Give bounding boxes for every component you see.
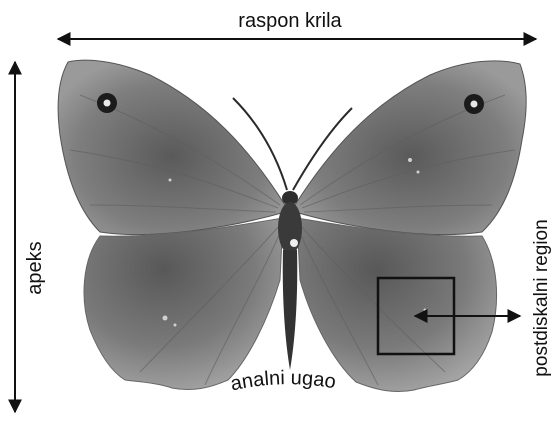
butterfly-thorax	[278, 202, 302, 254]
left-forewing	[58, 60, 285, 234]
thorax-spot	[290, 239, 298, 247]
postdiscal-region-label: postdiskalni region	[531, 219, 552, 376]
right-hindwing	[297, 218, 497, 392]
right-forewing	[295, 61, 526, 235]
anal-angle-label: analni ugao	[229, 367, 338, 395]
apex-label: apeks	[24, 241, 46, 294]
butterfly-illustration	[58, 60, 526, 391]
butterfly-abdomen	[283, 250, 297, 370]
right-eyespot-pupil	[471, 101, 478, 108]
left-hindwing	[84, 218, 283, 390]
left-eyespot-pupil	[104, 100, 111, 107]
wingspan-label: raspon krila	[238, 10, 342, 32]
